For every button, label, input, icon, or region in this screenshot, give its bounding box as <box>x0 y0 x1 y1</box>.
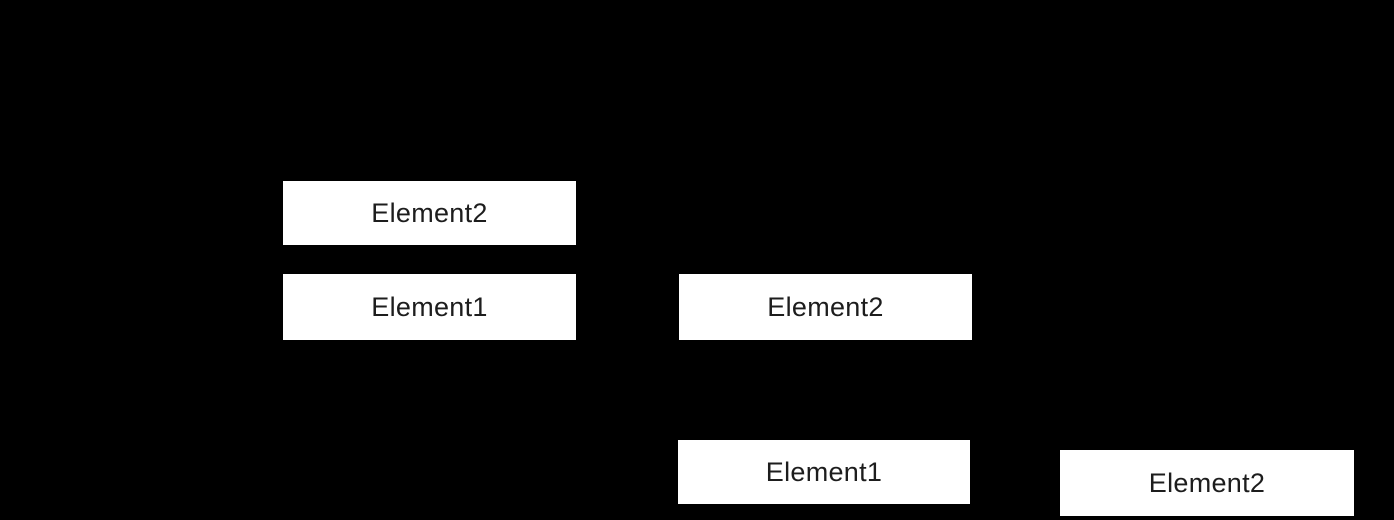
middle-stack-element1-box: Element1 <box>678 440 970 504</box>
middle-stack-element2-box: Element2 <box>679 274 972 340</box>
right-stack-element2-box: Element2 <box>1060 450 1354 516</box>
left-stack-element2-box: Element2 <box>283 181 576 245</box>
left-stack-element1-box: Element1 <box>283 274 576 340</box>
